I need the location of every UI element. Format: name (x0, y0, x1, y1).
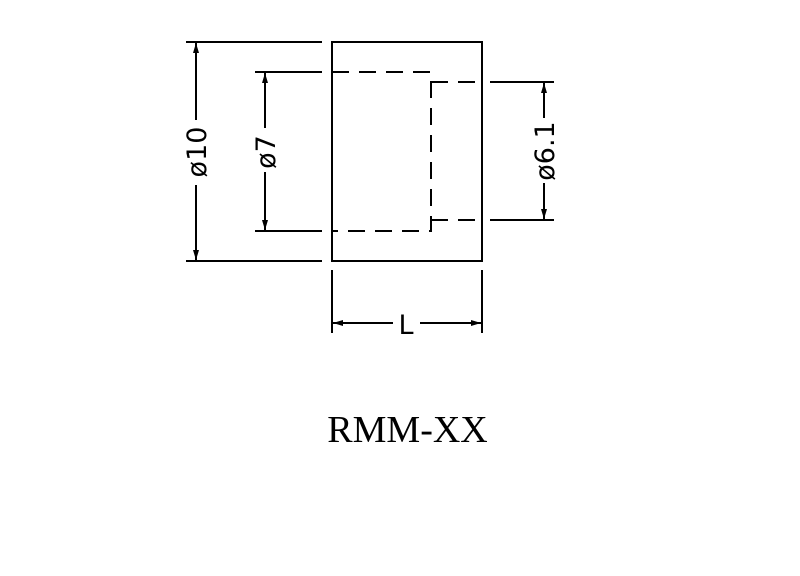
dim-label-through: ø6.1 (530, 121, 561, 180)
dim-label-inner: ø7 (251, 135, 282, 169)
dim-label-length: L (398, 310, 413, 341)
part-outline (331, 41, 483, 262)
dim-label-outer: ø10 (182, 127, 213, 178)
extension-lines (186, 41, 554, 333)
dimension-through-diameter: ø6.1 (530, 83, 561, 219)
part-number-caption: RMM-XX (327, 409, 488, 451)
hidden-bore-lines (332, 71, 482, 232)
dimension-length: L (333, 310, 481, 341)
dimension-inner-diameter: ø7 (251, 73, 282, 230)
dimension-outer-diameter: ø10 (182, 43, 213, 260)
